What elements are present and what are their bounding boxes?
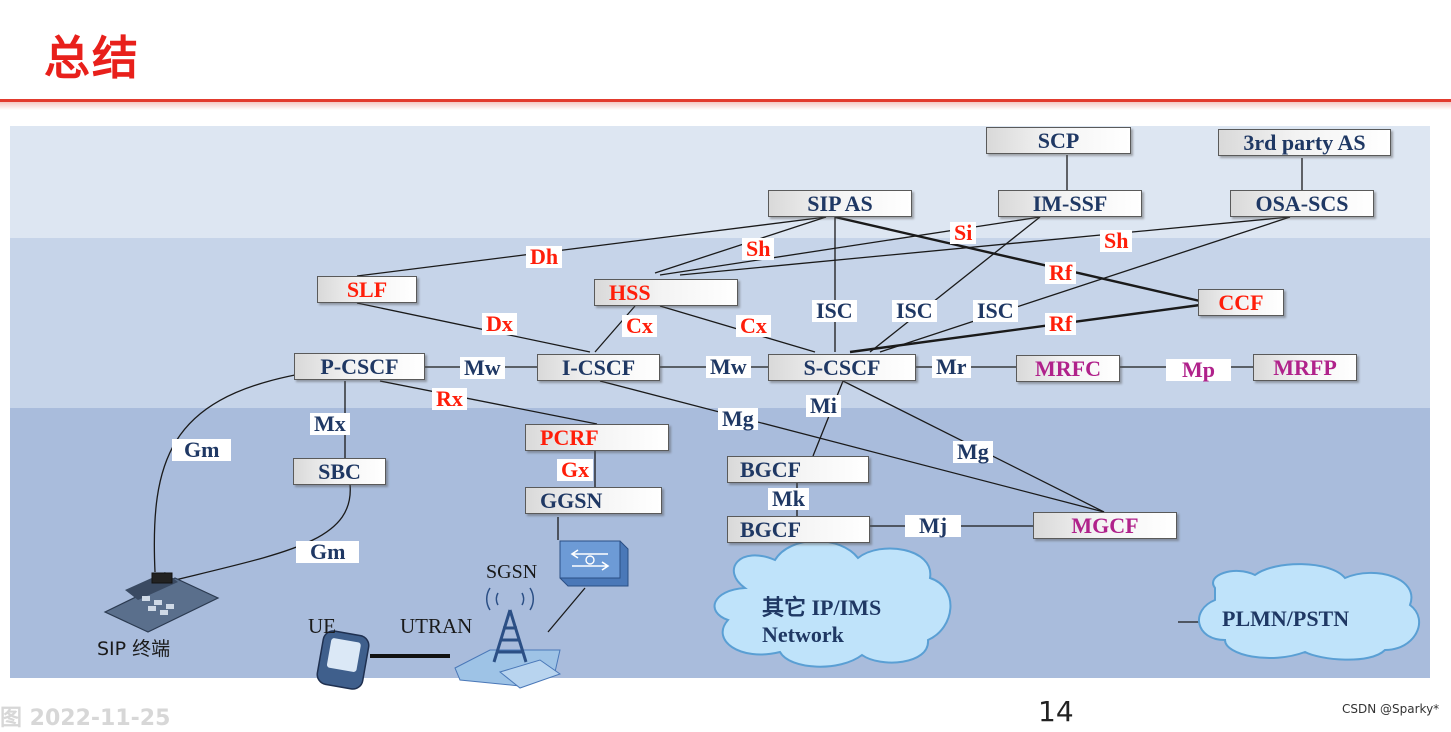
page-number: 14 <box>1038 695 1074 728</box>
node-ggsn: GGSN <box>525 487 662 514</box>
node-ccf: CCF <box>1198 289 1284 316</box>
sip-phone-icon <box>103 572 220 633</box>
interface-mk: Mk <box>768 488 809 510</box>
interface-gm-upper: Gm <box>172 439 232 461</box>
interface-sh-hss: Sh <box>742 238 775 260</box>
node-mrfc: MRFC <box>1016 355 1120 382</box>
phone-handset-icon <box>316 630 370 690</box>
label-sip-terminal: SIP 终端 <box>97 638 171 660</box>
node-im-ssf: IM-SSF <box>998 190 1142 217</box>
node-pcrf: PCRF <box>525 424 669 451</box>
interface-mr: Mr <box>932 356 971 378</box>
date-stamp: 图 2022-11-25 <box>0 706 171 731</box>
interface-isc-3: ISC <box>973 300 1018 322</box>
interface-dh: Dh <box>526 246 563 268</box>
node-osa-scs: OSA-SCS <box>1230 190 1374 217</box>
node-mrfp: MRFP <box>1253 354 1357 381</box>
label-sgsn: SGSN <box>486 561 538 583</box>
interface-mg-icscf: Mg <box>718 408 758 430</box>
interface-mj: Mj <box>905 515 962 537</box>
interface-sh-osa: Sh <box>1100 230 1133 252</box>
interface-gx: Gx <box>557 459 594 481</box>
router-icon <box>559 540 629 587</box>
interface-mp: Mp <box>1166 359 1231 381</box>
watermark: CSDN @Sparky* <box>1342 702 1440 716</box>
label-other-network-line1: 其它 IP/IMS <box>762 595 882 620</box>
interface-rx: Rx <box>432 388 467 410</box>
label-ue: UE <box>308 614 336 638</box>
node-s-cscf: S-CSCF <box>768 354 916 381</box>
interface-isc-2: ISC <box>892 300 937 322</box>
band-application-layer <box>10 126 1430 238</box>
node-hss: HSS <box>594 279 738 306</box>
node-bgcf-upper: BGCF <box>727 456 869 483</box>
interface-si: Si <box>950 222 977 244</box>
title-divider-shadow <box>0 102 1451 110</box>
node-p-cscf: P-CSCF <box>294 353 425 380</box>
node-mgcf: MGCF <box>1033 512 1177 539</box>
interface-cx-scscf: Cx <box>736 315 771 337</box>
node-scp: SCP <box>986 127 1131 154</box>
interface-cx-icscf: Cx <box>622 315 657 337</box>
interface-rf-upper: Rf <box>1045 262 1077 284</box>
interface-rf-lower: Rf <box>1045 313 1077 335</box>
antenna-tower-icon <box>454 587 562 689</box>
title-divider <box>0 99 1451 102</box>
interface-mg-scscf: Mg <box>953 441 993 463</box>
interface-mw-pcscf: Mw <box>460 357 505 379</box>
interface-gm-lower: Gm <box>296 541 360 563</box>
node-3rd-party-as: 3rd party AS <box>1218 129 1391 156</box>
interface-mw-scscf: Mw <box>706 356 751 378</box>
band-transport-layer <box>10 408 1430 678</box>
interface-isc-1: ISC <box>812 300 857 322</box>
cloud-icon <box>713 540 952 668</box>
label-utran: UTRAN <box>400 614 473 638</box>
label-other-network-line2: Network <box>762 622 844 647</box>
interface-dx: Dx <box>482 313 517 335</box>
node-sbc: SBC <box>293 458 386 485</box>
node-slf: SLF <box>317 276 417 303</box>
page-title: 总结 <box>44 31 140 85</box>
label-plmn-pstn: PLMN/PSTN <box>1222 606 1350 631</box>
interface-mx: Mx <box>310 413 350 435</box>
node-i-cscf: I-CSCF <box>537 354 660 381</box>
interface-mi: Mi <box>806 395 841 417</box>
node-bgcf-lower: BGCF <box>727 516 870 543</box>
node-sip-as: SIP AS <box>768 190 912 217</box>
